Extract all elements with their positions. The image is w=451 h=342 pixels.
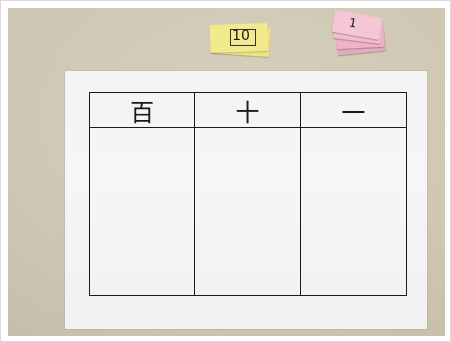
header-ones: 一 bbox=[300, 93, 406, 128]
ones-card-stack: 1 bbox=[331, 9, 391, 61]
column-tens bbox=[195, 128, 301, 295]
column-hundreds bbox=[90, 128, 196, 295]
place-value-table: 百 十 一 bbox=[89, 92, 407, 296]
tens-card-stack: 10 bbox=[208, 21, 274, 61]
header-hundreds: 百 bbox=[90, 93, 196, 128]
column-ones bbox=[301, 128, 406, 295]
header-tens: 十 bbox=[195, 93, 301, 128]
paper-sheet bbox=[65, 71, 427, 329]
tens-card-label: 10 bbox=[232, 28, 250, 44]
tens-card-label-box bbox=[230, 29, 256, 46]
